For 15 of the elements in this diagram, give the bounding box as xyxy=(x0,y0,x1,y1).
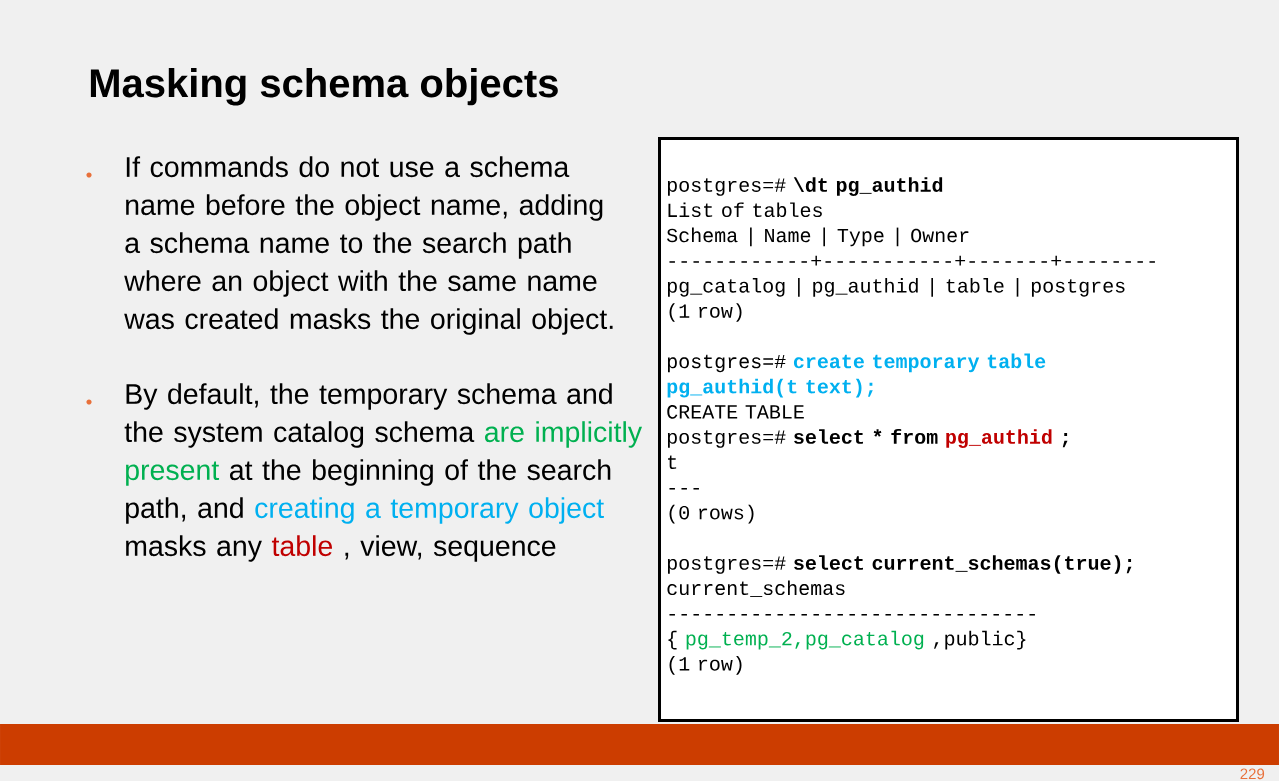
label: By default, the temporary schema and xyxy=(126,383,612,410)
code-box: postgres=# \dt pg_authid List of tables Schema | Name | Type | Owner ------------+-----------+-------+-------- pg_catalog | pg_authid | table | postgres (1 row) postgres=# create temporary table pg_authid(t text); CREATE TABLE postgres=# select * from pg_authid ; t --- (0 rows) postgres=# select current_schemas(true); current_schemas ------------------------------- { pg_temp_2,pg_catalog ,public} (1 row) xyxy=(658,137,1239,722)
label: the system catalog schema xyxy=(124,421,475,448)
bullet-text: By default, the temporary schema and the system catalog schema are implicitly present at the beginning of the search path, and creating a temporary object masks any table , view, sequence xyxy=(124,383,643,562)
page-number: 229 xyxy=(1240,768,1265,780)
slide-title: Masking schema objects xyxy=(90,68,558,106)
label: creating a temporary object xyxy=(255,497,604,524)
label: , view, sequence xyxy=(345,535,556,562)
label: present xyxy=(126,461,220,486)
label: at the beginning of the search xyxy=(229,459,611,486)
label: are implicitly xyxy=(484,421,643,448)
label: table xyxy=(271,535,333,557)
bullet-text: If commands do not use a schema name before the object name, adding a schema name to the search path where an object with the same name was created masks the original object. xyxy=(124,156,613,335)
label: masks any xyxy=(126,535,262,562)
label: path, and xyxy=(126,497,243,524)
